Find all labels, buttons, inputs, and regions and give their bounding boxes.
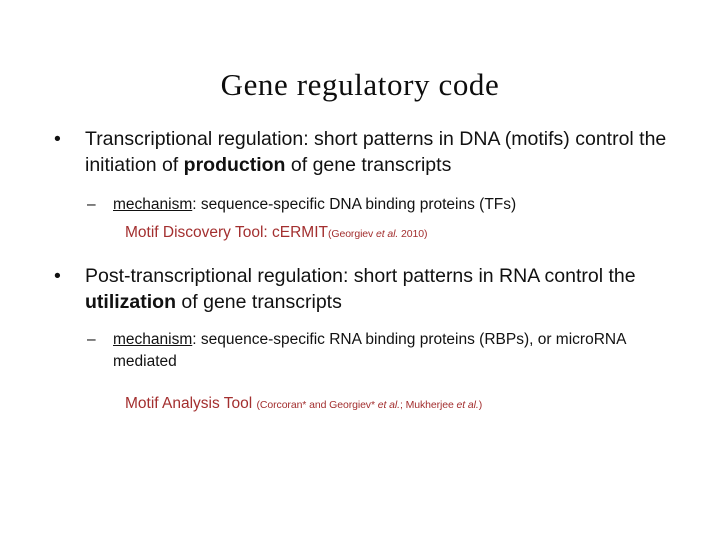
sub2-text: : sequence-specific RNA binding proteins… <box>113 331 626 370</box>
citation-etal: et al. <box>376 228 399 240</box>
bullet1-text-part1: Transcriptional regulation: short patter… <box>85 128 667 176</box>
tool-name-motif-analysis: Motif Analysis Tool <box>125 395 253 412</box>
citation-close: 2010) <box>398 228 428 240</box>
page-title: Gene regulatory code <box>220 66 500 102</box>
bullet-dot-icon: • <box>54 128 61 150</box>
tool-name-cermit: Motif Discovery Tool: cERMIT <box>125 224 328 241</box>
dash-icon: – <box>87 331 96 348</box>
sub1-text: : sequence-specific DNA binding proteins… <box>192 196 517 213</box>
sub1-underline-mechanism: mechanism <box>113 196 193 213</box>
citation-motif-analysis: (Corcoran* and Georgiev* et al.; Mukherj… <box>257 399 483 411</box>
citation-mid: ; Mukherjee <box>399 399 457 411</box>
citation-open: (Georgiev <box>327 228 377 240</box>
bullet2-bold-utilization: utilization <box>85 291 176 313</box>
dash-icon: – <box>87 196 96 213</box>
citation-etal-2: et al. <box>456 399 479 411</box>
bullet2-text-part2: of gene transcripts <box>176 291 342 313</box>
bullet-level1-transcriptional: • Transcriptional regulation: short patt… <box>0 126 720 178</box>
tool-line-cermit: Motif Discovery Tool: cERMIT(Georgiev et… <box>0 222 720 245</box>
sub2-underline-mechanism: mechanism <box>113 331 193 348</box>
bullet1-text-part2: of gene transcripts <box>285 154 452 176</box>
tool-line-motif-analysis: Motif Analysis Tool (Corcoran* and Georg… <box>0 393 720 416</box>
bullet-level2-mechanism-rna: – mechanism: sequence-specific RNA bindi… <box>0 329 720 373</box>
citation-etal: et al. <box>377 399 400 411</box>
citation-cermit: (Georgiev et al. 2010) <box>328 228 427 240</box>
bullet-level1-post-transcriptional: • Post-transcriptional regulation: short… <box>0 263 720 315</box>
spacer <box>0 245 720 263</box>
bullet2-text-part1: Post-transcriptional regulation: short p… <box>85 265 636 287</box>
bullet-dot-icon: • <box>54 265 61 287</box>
citation-open: (Corcoran* and Georgiev* <box>256 399 378 411</box>
slide-body: • Transcriptional regulation: short patt… <box>0 126 720 416</box>
bullet1-bold-production: production <box>183 154 286 176</box>
spacer <box>0 373 720 393</box>
bullet-level2-mechanism-dna: – mechanism: sequence-specific DNA bindi… <box>0 194 720 216</box>
spacer <box>0 178 720 194</box>
spacer <box>0 315 720 329</box>
citation-close: ) <box>478 399 483 411</box>
